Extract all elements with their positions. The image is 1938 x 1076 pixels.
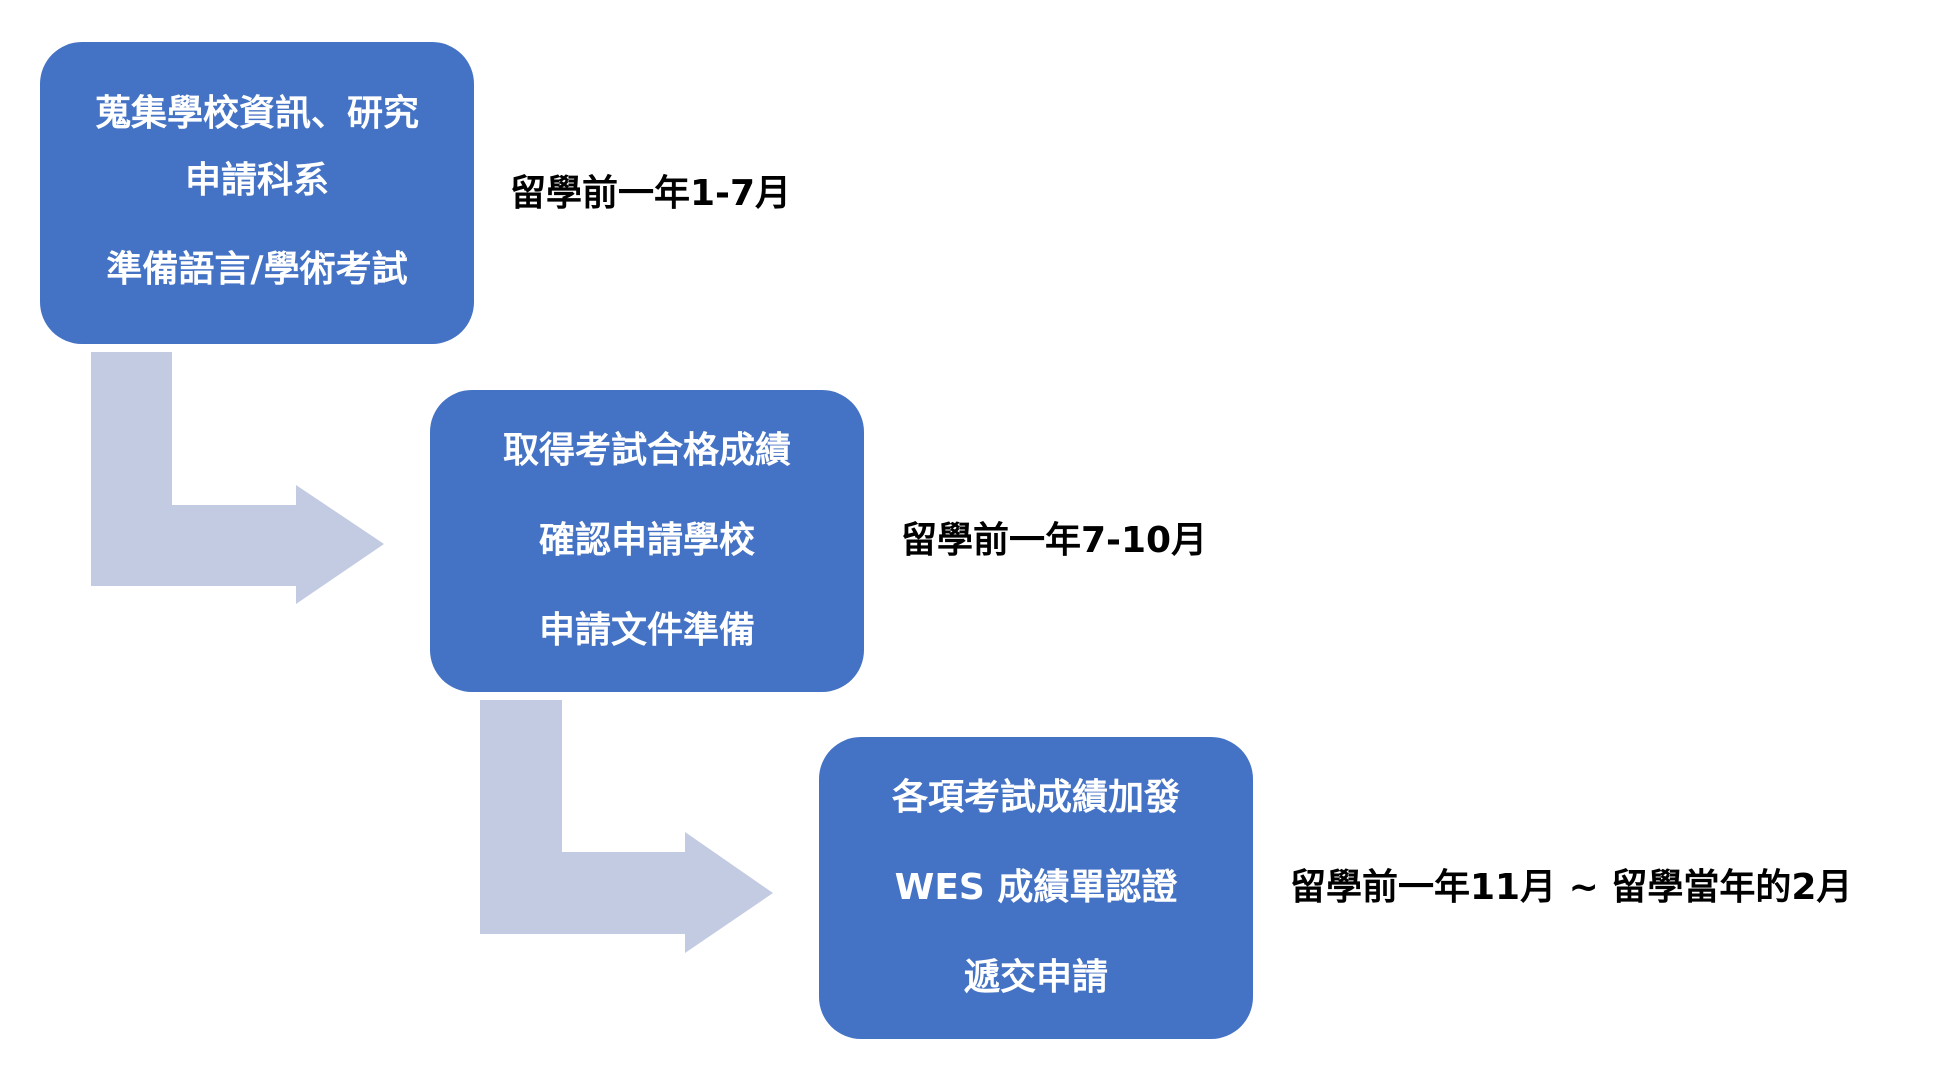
- step-box-2: 取得考試合格成績 確認申請學校 申請文件準備: [430, 390, 864, 692]
- step-2-line-1: 取得考試合格成績: [502, 430, 791, 471]
- bent-arrow-connector-1: [91, 352, 384, 604]
- step-2-time-label: 留學前一年7-10月: [901, 520, 1208, 561]
- step-2-line-3: 申請文件準備: [538, 610, 755, 651]
- step-3-line-3: 遞交申請: [963, 957, 1108, 998]
- step-box-1: 蒐集學校資訊、研究 申請科系 準備語言/學術考試: [40, 42, 474, 344]
- step-3-line-1: 各項考試成績加發: [891, 777, 1180, 818]
- bent-arrow-connector-2: [480, 700, 773, 953]
- step-1-time-label: 留學前一年1-7月: [510, 173, 792, 214]
- step-3-time-label: 留學前一年11月 ~ 留學當年的2月: [1290, 867, 1853, 908]
- step-1-line-3: 準備語言/學術考試: [106, 249, 408, 290]
- step-1-line-1: 蒐集學校資訊、研究: [94, 93, 419, 134]
- step-2-line-2: 確認申請學校: [538, 520, 755, 561]
- step-3-line-2: WES 成績單認證: [894, 867, 1178, 908]
- step-1-line-2: 申請科系: [184, 160, 329, 201]
- step-box-3: 各項考試成績加發 WES 成績單認證 遞交申請: [819, 737, 1253, 1039]
